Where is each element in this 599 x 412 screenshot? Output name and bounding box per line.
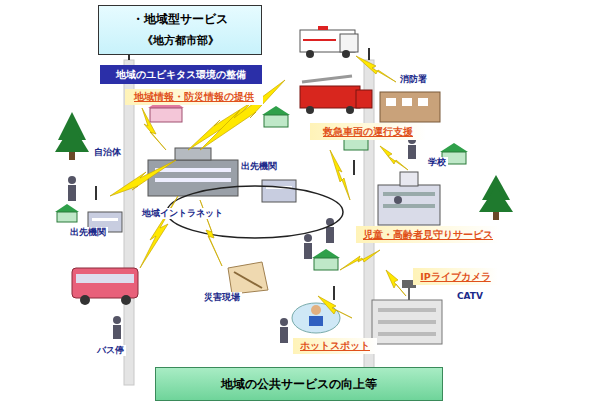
place-label: 学校 (426, 157, 448, 168)
title-box: ・地域型サービス《地方都市部》 (98, 5, 262, 55)
antenna (96, 48, 369, 300)
pole (124, 60, 134, 385)
place-label: 消防署 (398, 74, 429, 85)
place-label: 自治体 (92, 147, 123, 158)
place-label: 出先機関 (239, 161, 279, 172)
node-text: 《地方都市部》 (142, 31, 219, 52)
service-label: IPライブカメラ (413, 268, 498, 285)
place-label: 出先機関 (68, 227, 108, 238)
house (262, 106, 290, 127)
node-text: 救急車両の運行支援 (323, 126, 413, 137)
tree (55, 112, 89, 160)
place-label: CATV (455, 291, 485, 302)
node-text: 地域情報・防災情報の提供 (134, 91, 254, 102)
service-label: ホットスポット (293, 338, 377, 354)
branch-office (262, 180, 296, 202)
service-label: 児童・高齢者見守りサービス (356, 226, 500, 243)
fire-station (380, 92, 440, 122)
service-label: 救急車両の運行支援 (310, 123, 426, 140)
disaster-site (228, 262, 268, 294)
node-text: IPライブカメラ (420, 271, 491, 282)
radio-link (110, 56, 408, 318)
place-label: 地域イントラネット (140, 208, 225, 219)
municipal-office (148, 148, 238, 196)
service-label: 地域情報・防災情報の提供 (125, 89, 263, 105)
place-label: バス停 (95, 345, 126, 356)
node-text: ホットスポット (300, 340, 370, 351)
school (378, 172, 440, 225)
place-label: 災害現場 (202, 292, 242, 303)
node-text: ・地域型サービス (132, 8, 228, 31)
node-text: 地域のユビキタス環境の整備 (116, 69, 246, 81)
tree (479, 175, 513, 220)
house (55, 204, 79, 222)
heading-band: 地域のユビキタス環境の整備 (100, 65, 262, 84)
ambulance (300, 26, 358, 58)
bus (72, 268, 138, 305)
house (312, 249, 340, 270)
node-text: 地域の公共サービスの向上等 (221, 377, 377, 391)
result-box: 地域の公共サービスの向上等 (155, 367, 443, 401)
fire-truck (300, 76, 372, 114)
node-text: 児童・高齢者見守りサービス (363, 229, 493, 240)
catv-station (372, 280, 442, 344)
